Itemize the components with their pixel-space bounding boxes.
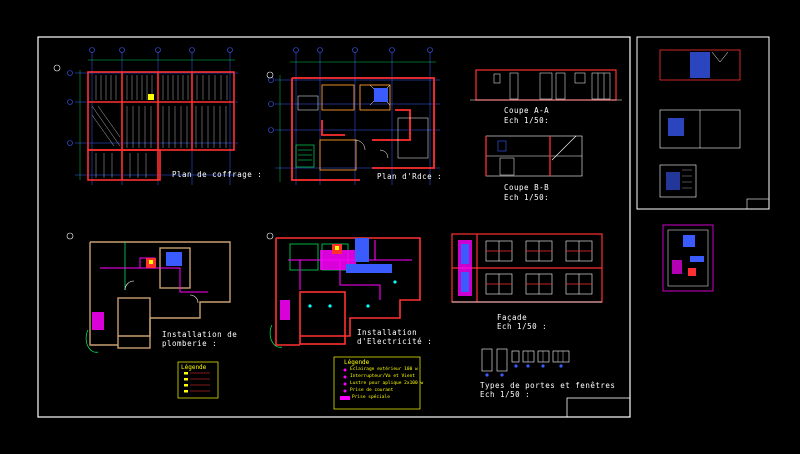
main-sheet-frame <box>37 36 631 418</box>
plomberie-title: Installation de <box>162 330 238 339</box>
legend-elec-title: Légende <box>344 359 370 366</box>
legend-elec-item: Prise spéciale <box>352 395 390 400</box>
plan-rdc <box>266 47 440 185</box>
types-portes-fenetres <box>481 348 570 377</box>
plomberie-title-2: plomberie : <box>162 339 218 348</box>
plan-coffrage <box>53 47 238 185</box>
coupe-aa <box>470 69 622 101</box>
plan-electricite <box>266 232 421 410</box>
electricite-title-2: d'Electricité : <box>357 337 433 346</box>
electricite-title: Installation <box>357 328 418 337</box>
coupe-aa-scale: Ech 1/50: <box>504 116 550 125</box>
facade-scale: Ech 1/50 : <box>497 322 548 331</box>
portes-title: Types de portes et fenêtres <box>480 381 616 390</box>
plan-plomberie <box>66 232 231 399</box>
facade <box>451 233 603 303</box>
coupe-bb-scale: Ech 1/50: <box>504 193 550 202</box>
portes-scale: Ech 1/50 : <box>480 390 531 399</box>
facade-title: Façade <box>497 313 528 322</box>
legend-elec-item: Eclairage extérieur 100 w <box>350 367 418 372</box>
legend-elec-item: Prise de courant <box>350 388 394 393</box>
title-block <box>566 397 631 418</box>
legend-plomberie-title: Légende <box>181 364 207 371</box>
legend-elec-item: Interrupteur/Va et Vient <box>350 374 416 379</box>
thumbnail-sheet <box>636 36 770 210</box>
small-sheet <box>662 224 714 292</box>
coupe-aa-title: Coupe A-A <box>504 106 550 115</box>
plan-coffrage-title: Plan de coffrage : <box>172 170 263 179</box>
legend-elec-item: Lustre pour aplique 2x100 w <box>350 381 424 386</box>
plan-rdc-title: Plan d'Rdce : <box>377 172 443 181</box>
coupe-bb <box>485 135 583 177</box>
coupe-bb-title: Coupe B-B <box>504 183 550 192</box>
